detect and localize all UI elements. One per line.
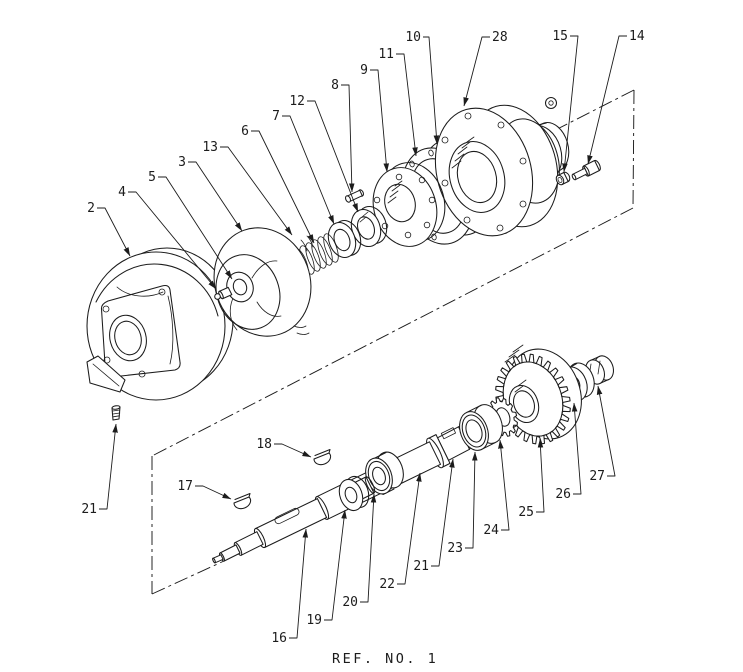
impeller-vanes xyxy=(229,260,282,331)
impeller-nose-pin xyxy=(214,286,233,300)
callout-label-21b: 21 xyxy=(413,559,429,574)
leader-25 xyxy=(536,438,545,513)
callout-label-5: 5 xyxy=(148,170,156,185)
leader-28 xyxy=(463,36,490,107)
leader-23 xyxy=(465,451,478,549)
leader-21b xyxy=(431,458,455,567)
leader-4 xyxy=(128,191,217,290)
leader-2 xyxy=(97,207,131,257)
leader-5 xyxy=(158,176,233,280)
leader-24 xyxy=(498,439,510,531)
leader-6 xyxy=(251,130,315,244)
leader-19 xyxy=(324,509,347,621)
shaft-nut xyxy=(584,355,615,385)
leader-21a xyxy=(99,423,118,510)
leader-18 xyxy=(274,443,312,458)
set-screw xyxy=(111,405,121,421)
callout-label-3: 3 xyxy=(178,155,186,170)
callout-label-14: 14 xyxy=(629,29,645,44)
callout-label-27: 27 xyxy=(589,469,605,484)
impeller xyxy=(213,227,314,337)
leader-26 xyxy=(571,402,582,495)
gear xyxy=(495,344,582,445)
oil-flinger xyxy=(338,475,376,512)
callout-label-16: 16 xyxy=(271,631,287,646)
ball-bearing xyxy=(365,451,404,496)
leader-27 xyxy=(596,385,616,477)
plate-bore-hatching xyxy=(387,180,403,204)
callout-label-6: 6 xyxy=(241,124,249,139)
callout-label-9: 9 xyxy=(360,63,368,78)
callout-label-19: 19 xyxy=(306,613,322,628)
leader-15 xyxy=(562,35,579,173)
reference-number-text: REF. NO. 1 xyxy=(332,651,438,667)
leader-12 xyxy=(307,100,359,213)
leader-9 xyxy=(370,69,390,173)
leader-8 xyxy=(341,84,355,193)
callout-label-8: 8 xyxy=(331,78,339,93)
callout-label-20: 20 xyxy=(342,595,358,610)
callout-label-13: 13 xyxy=(202,140,218,155)
bore-hatching xyxy=(451,136,475,169)
leader-22 xyxy=(397,472,422,585)
leader-17 xyxy=(195,485,232,500)
callout-label-24: 24 xyxy=(483,523,499,538)
pump-casing xyxy=(86,247,234,401)
callout-label-11: 11 xyxy=(378,47,394,62)
callout-label-21a: 21 xyxy=(81,502,97,517)
seal-washer xyxy=(327,219,362,259)
leader-13 xyxy=(220,146,293,236)
callout-label-2: 2 xyxy=(87,201,95,216)
callout-label-7: 7 xyxy=(272,109,280,124)
leader-20 xyxy=(360,493,377,603)
gear-hatching xyxy=(504,344,527,393)
shaft-keyway-notch xyxy=(440,427,457,440)
bearing-housing xyxy=(434,96,570,237)
leader-16 xyxy=(289,528,309,639)
callout-label-22: 22 xyxy=(379,577,395,592)
rear-bearing xyxy=(459,404,503,451)
callout-label-26: 26 xyxy=(555,487,571,502)
shaft-keyseat xyxy=(274,507,300,525)
callout-label-28: 28 xyxy=(492,30,508,45)
callout-label-25: 25 xyxy=(518,505,534,520)
callouts: 2 4 5 3 13 6 7 12 8 9 11 10 28 15 14 21 … xyxy=(81,29,644,646)
plug xyxy=(555,171,571,186)
leader-11 xyxy=(396,53,418,157)
callout-label-17: 17 xyxy=(177,479,193,494)
seal-pin xyxy=(344,189,365,203)
callout-label-23: 23 xyxy=(447,541,463,556)
seal-plate xyxy=(372,162,446,247)
callout-label-4: 4 xyxy=(118,185,126,200)
callout-label-12: 12 xyxy=(289,94,305,109)
leader-14 xyxy=(587,35,627,165)
callout-label-18: 18 xyxy=(256,437,272,452)
bolt xyxy=(571,159,601,181)
callout-label-15: 15 xyxy=(552,29,568,44)
callout-label-10: 10 xyxy=(405,30,421,45)
woodruff-key-17 xyxy=(233,492,252,510)
woodruff-key-18 xyxy=(313,448,332,466)
leader-3 xyxy=(188,161,243,232)
leader-7 xyxy=(282,115,335,225)
leader-10 xyxy=(423,36,440,145)
